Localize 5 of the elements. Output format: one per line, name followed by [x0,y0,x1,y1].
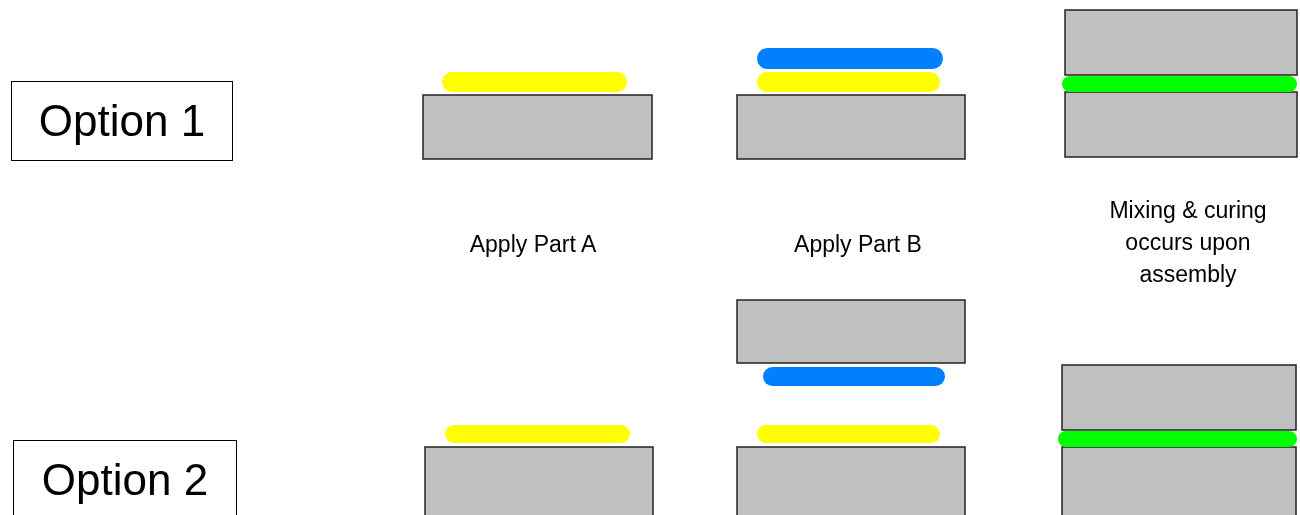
step-caption: Apply Part B [793,230,923,259]
step-caption: Apply Part A [468,230,598,259]
step-caption: Mixing & curing occurs upon assembly [1108,196,1268,289]
option-box: Option 1 [11,81,233,161]
option-box: Option 2 [13,440,237,515]
